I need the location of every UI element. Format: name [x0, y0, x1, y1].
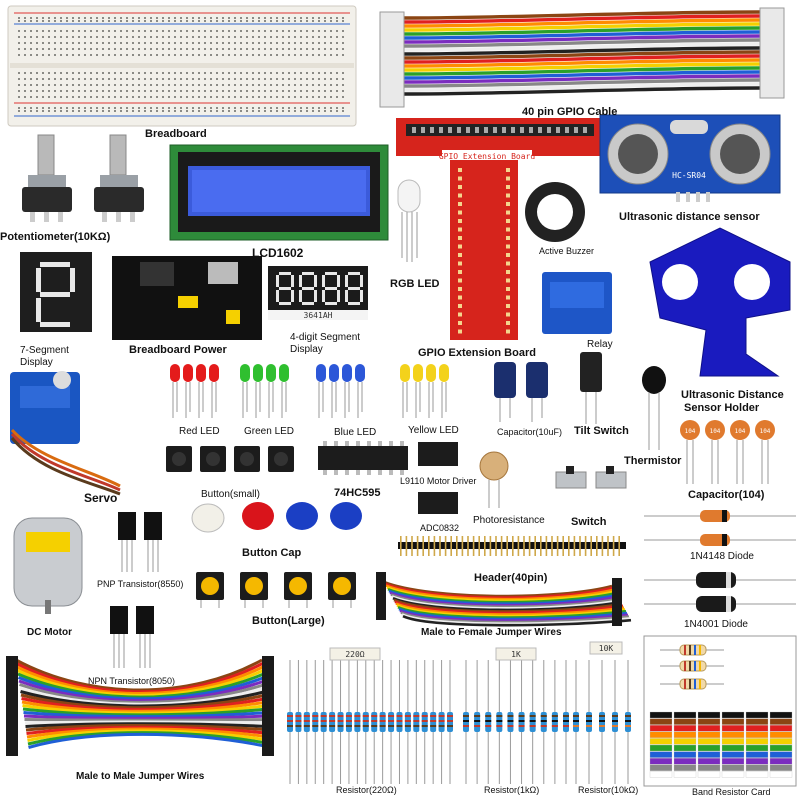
large-buttons — [196, 572, 356, 608]
label-thermistor: Thermistor — [624, 455, 682, 467]
pin-header-40 — [398, 536, 626, 556]
label-header-40pin: Header(40pin) — [474, 572, 548, 584]
gpio-board-header-text: GPIO Extension Board — [439, 152, 536, 161]
label-yellow-led: Yellow LED — [408, 425, 459, 436]
label-gpio-extension-board: GPIO Extension Board — [418, 347, 536, 359]
label-breadboard: Breadboard — [145, 128, 207, 140]
label-photoresistance: Photoresistance — [473, 515, 545, 526]
label-breadboard-power: Breadboard Power — [129, 344, 227, 356]
label-resistor-1k: Resistor(1kΩ) — [484, 785, 540, 795]
label-male-male-wires: Male to Male Jumper Wires — [76, 771, 205, 782]
label-resistor-10k: Resistor(10kΩ) — [578, 785, 639, 795]
breadboard-power-module — [112, 256, 262, 340]
band-resistor-card — [643, 635, 797, 787]
label-button-large: Button(Large) — [252, 615, 325, 627]
led-groups — [170, 364, 449, 418]
label-seven-segment-2: Display — [20, 357, 53, 368]
lcd1602-module — [169, 144, 389, 241]
capacitor-104: 104 104 104 104 — [680, 420, 775, 484]
ic-adc0832 — [418, 492, 458, 514]
gpio-extension-board: GPIO Extension Board — [396, 118, 604, 340]
ic-74hc595 — [318, 441, 408, 475]
label-male-female-wires: Male to Female Jumper Wires — [421, 627, 562, 638]
label-relay: Relay — [587, 339, 613, 350]
label-rgb-led: RGB LED — [390, 278, 440, 290]
segment-code-text: 3641AH — [304, 311, 333, 320]
label-diode-1n4001: 1N4001 Diode — [684, 619, 748, 630]
label-adc0832: ADC0832 — [420, 523, 460, 533]
capacitor-10uf — [494, 362, 548, 422]
label-74hc595: 74HC595 — [334, 487, 381, 499]
relay — [542, 272, 612, 334]
label-ultrasonic-sensor: Ultrasonic distance sensor — [619, 211, 760, 223]
label-green-led: Green LED — [244, 426, 295, 437]
label-sensor-holder-1: Ultrasonic Distance — [681, 389, 784, 401]
rgb-led — [397, 179, 421, 262]
button-caps — [191, 502, 362, 533]
photoresistor — [479, 451, 509, 508]
label-button-small: Button(small) — [201, 489, 260, 500]
male-female-jumper-wires — [376, 572, 632, 627]
dc-motor — [13, 517, 83, 614]
label-tilt-switch: Tilt Switch — [574, 425, 629, 437]
label-capacitor-10uf: Capacitor(10uF) — [497, 427, 563, 437]
seven-segment-display — [20, 252, 92, 332]
potentiometers — [22, 134, 144, 222]
diodes — [644, 510, 796, 612]
breadboard — [7, 5, 357, 127]
label-seven-segment-1: 7-Segment — [20, 345, 69, 356]
pnp-transistors — [118, 512, 162, 572]
resistor-tag-220-text: 220Ω — [345, 650, 364, 659]
label-red-led: Red LED — [179, 426, 220, 437]
ultrasonic-sensor-holder — [649, 227, 791, 377]
active-buzzer — [525, 182, 585, 242]
label-button-cap: Button Cap — [242, 547, 302, 559]
small-buttons — [166, 446, 294, 472]
label-dc-motor: DC Motor — [27, 627, 72, 638]
label-band-resistor-card: Band Resistor Card — [692, 787, 771, 797]
four-digit-segment-display: 3641AH — [268, 266, 368, 320]
tilt-switch — [580, 352, 602, 424]
label-sensor-holder-2: Sensor Holder — [684, 402, 760, 414]
label-servo: Servo — [84, 491, 118, 505]
label-switch: Switch — [571, 516, 607, 528]
label-blue-led: Blue LED — [334, 427, 377, 438]
label-resistor-220: Resistor(220Ω) — [336, 785, 397, 795]
resistor-tags: 220Ω 1K 10K — [329, 641, 623, 661]
svg-text:104: 104 — [710, 428, 721, 435]
ic-l9110 — [418, 442, 458, 466]
label-active-buzzer: Active Buzzer — [539, 246, 595, 256]
label-npn-transistor: NPN Transistor(8050) — [88, 676, 176, 686]
label-pnp-transistor: PNP Transistor(8550) — [97, 579, 184, 589]
ultrasonic-sensor: HC-SR04 — [599, 114, 781, 202]
slide-switches — [555, 466, 627, 489]
label-lcd1602: LCD1602 — [252, 246, 304, 260]
label-diode-1n4148: 1N4148 Diode — [690, 551, 754, 562]
label-l9110: L9110 Motor Driver — [400, 476, 477, 486]
svg-text:104: 104 — [685, 428, 696, 435]
servo-motor — [10, 371, 121, 496]
label-gpio-cable: 40 pin GPIO Cable — [522, 106, 618, 118]
resistor-bundles — [287, 660, 631, 784]
gpio-ribbon-cable — [379, 7, 785, 108]
label-four-digit-1: 4-digit Segment — [290, 332, 361, 343]
npn-transistors — [110, 606, 154, 668]
label-four-digit-2: Display — [290, 344, 323, 355]
thermistor — [642, 366, 666, 450]
male-male-jumper-wires — [6, 656, 274, 756]
resistor-tag-1k-text: 1K — [511, 650, 521, 659]
hc-sr04-text: HC-SR04 — [672, 171, 706, 180]
label-potentiometer: Potentiometer(10KΩ) — [0, 231, 111, 243]
label-capacitor-104: Capacitor(104) — [688, 489, 765, 501]
resistor-tag-10k-text: 10K — [599, 644, 614, 653]
svg-text:104: 104 — [735, 428, 746, 435]
svg-text:104: 104 — [760, 428, 771, 435]
